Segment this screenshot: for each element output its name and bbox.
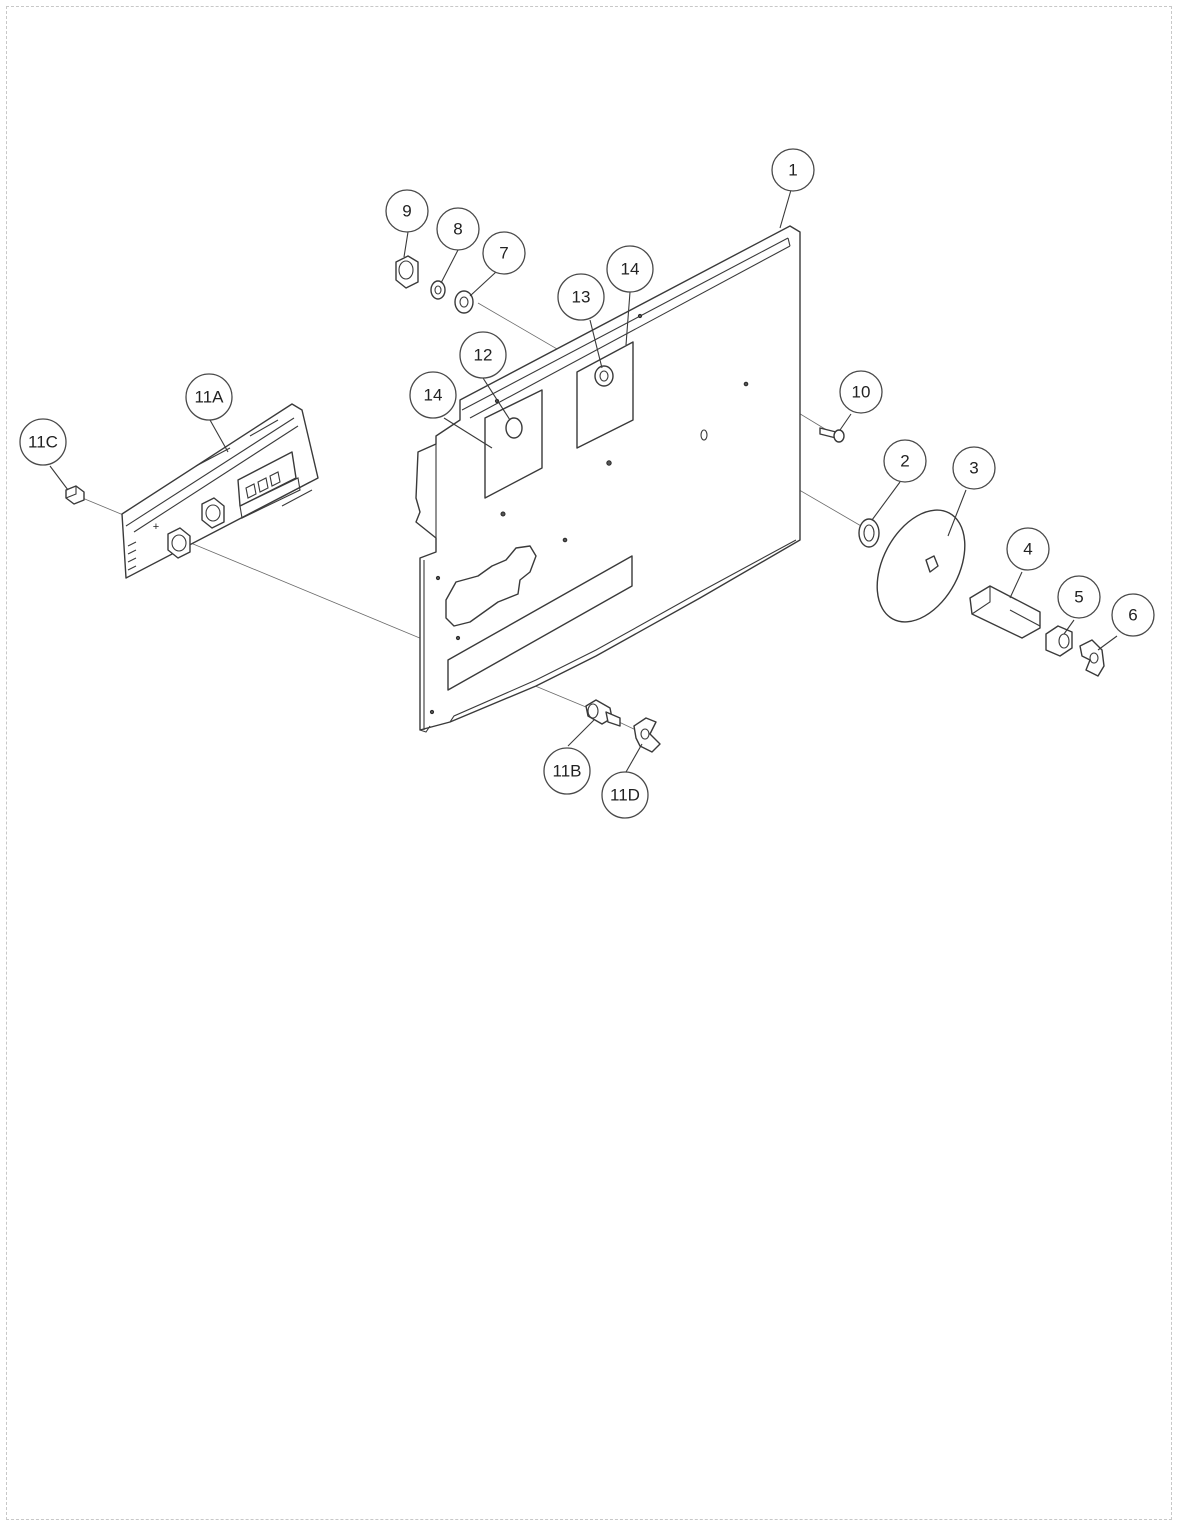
collar-5-part (1045, 625, 1073, 657)
callout-14-right-label: 14 (621, 260, 640, 279)
callout-1: 1 (771, 148, 815, 192)
callout-5: 5 (1057, 575, 1101, 619)
lock-washer-8-part (430, 280, 446, 300)
stud-11b-part (585, 699, 621, 727)
callout-9-label: 9 (402, 202, 411, 221)
washer-2-part (858, 518, 880, 548)
drawing-sheet-border (6, 6, 1172, 1520)
callout-11c: 11C (19, 418, 67, 466)
callout-3-label: 3 (969, 459, 978, 478)
callout-11d-label: 11D (610, 786, 640, 805)
callout-6-label: 6 (1128, 606, 1137, 625)
plus-mark: + (153, 521, 159, 533)
callout-10: 10 (839, 370, 883, 414)
callout-11a: 11A (185, 373, 233, 421)
flat-washer-7-part (454, 290, 474, 314)
callout-4: 4 (1006, 527, 1050, 571)
callout-5-label: 5 (1074, 588, 1083, 607)
screw-10-part (819, 427, 845, 443)
callout-6: 6 (1111, 593, 1155, 637)
callout-10-label: 10 (852, 383, 871, 402)
bolt-9-part (395, 255, 419, 289)
control-panel-part: + (121, 403, 319, 579)
callout-13-label: 13 (572, 288, 591, 307)
callout-11a-label: 11A (195, 388, 225, 407)
callout-13: 13 (557, 273, 605, 321)
callout-7: 7 (482, 231, 526, 275)
callout-11c-label: 11C (28, 433, 58, 452)
dial-disc-3-part (876, 509, 966, 623)
callout-14-left: 14 (409, 371, 457, 419)
callout-3: 3 (952, 446, 996, 490)
side-panel-part (415, 225, 801, 733)
shaft-4-part (969, 585, 1041, 639)
wingnut-11d-part (633, 717, 661, 753)
leader-lines (49, 189, 1118, 773)
screw-11c-part (65, 485, 85, 505)
callout-4-label: 4 (1023, 540, 1032, 559)
callout-12-label: 12 (474, 346, 493, 365)
callout-14-right: 14 (606, 245, 654, 293)
callout-8: 8 (436, 207, 480, 251)
callout-12: 12 (459, 331, 507, 379)
callout-1-label: 1 (788, 161, 797, 180)
wingnut-6-part (1079, 639, 1105, 677)
callout-8-label: 8 (453, 220, 462, 239)
callout-9: 9 (385, 189, 429, 233)
callout-14-left-label: 14 (424, 386, 443, 405)
callout-2: 2 (883, 439, 927, 483)
callout-11b: 11B (543, 747, 591, 795)
callout-7-label: 7 (499, 244, 508, 263)
callout-11b-label: 11B (553, 762, 582, 781)
callout-2-label: 2 (900, 452, 909, 471)
callout-11d: 11D (601, 771, 649, 819)
